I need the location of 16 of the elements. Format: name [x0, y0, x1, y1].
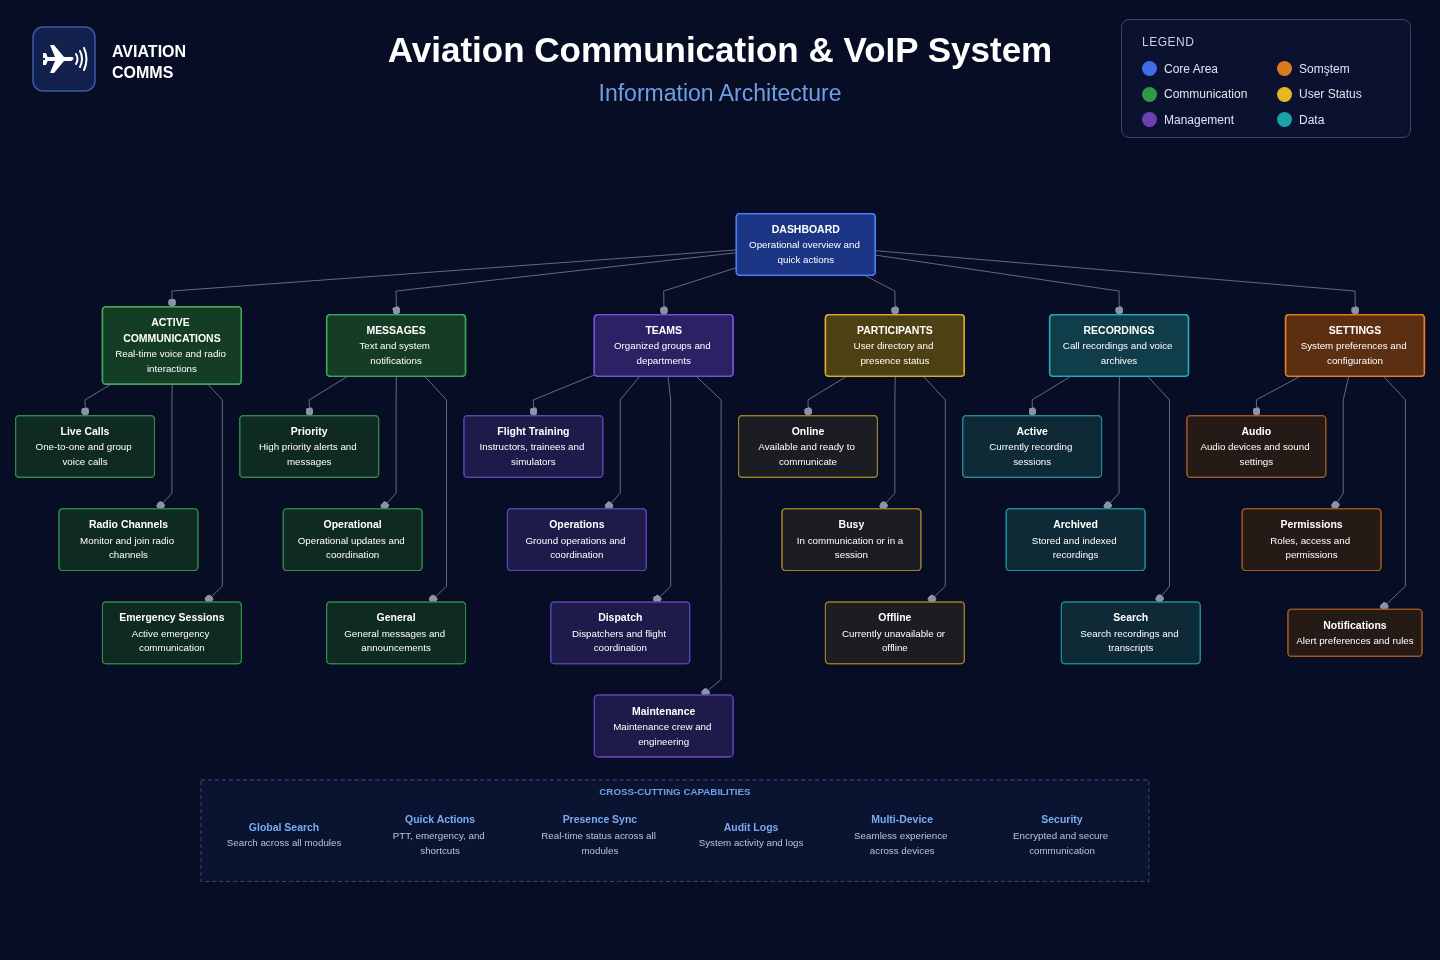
- node-text: Presence Sync Real-time status across all modules: [541, 813, 656, 856]
- legend-text: Core Area: [1164, 61, 1219, 76]
- legend-text: Management: [1164, 112, 1235, 127]
- legend-text: Somştem: [1299, 61, 1350, 76]
- app-name: AVIATION COMMS: [112, 42, 188, 83]
- legend-text: Communication: [1164, 87, 1248, 102]
- node-text: Global Search Search across all modules: [226, 821, 342, 848]
- legend-text: Data: [1299, 112, 1325, 127]
- subtitle: Information Architecture: [597, 80, 843, 107]
- node-text: Security Encrypted and secure communication: [1013, 813, 1109, 856]
- node-text: Multi-Device Seamless experience across devices: [854, 813, 948, 856]
- title: Aviation Communication & VoIP System: [386, 30, 1054, 70]
- legend-text: User Status: [1299, 87, 1362, 102]
- node-text: Quick Actions PTT, emergency, and shortcuts: [392, 813, 485, 856]
- legend-heading: LEGEND: [1142, 35, 1195, 49]
- node-text: Audit Logs System activity and logs: [698, 821, 804, 848]
